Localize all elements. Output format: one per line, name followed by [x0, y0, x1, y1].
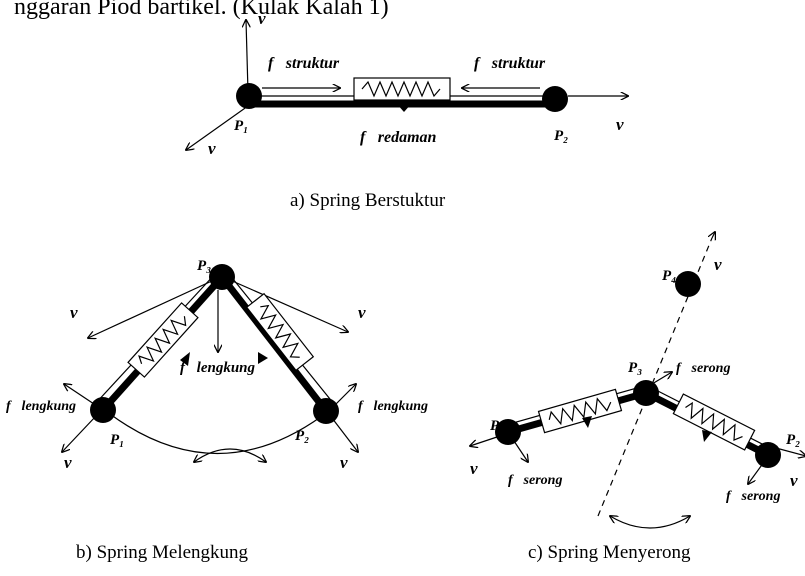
bending-arc — [109, 413, 323, 455]
rotation-arrow-c — [610, 516, 690, 529]
spring-box — [353, 77, 451, 101]
v-right-c-arrow — [775, 447, 805, 456]
particle-p2-b — [313, 398, 339, 424]
label-p3-c: P₃ — [628, 360, 642, 376]
damper-c-left — [582, 416, 592, 428]
particle-p1-b — [90, 397, 116, 423]
label-f-serong-right: f⃗serong — [726, 489, 780, 504]
label-v-ll: v⃗ — [64, 453, 85, 472]
label-f-serong-top: f⃗serong — [676, 361, 730, 376]
particle-p3-b — [209, 264, 235, 290]
v-lr-arrow — [331, 417, 358, 452]
label-p2-a: P₂ — [554, 128, 568, 144]
label-v-right: v⃗ — [616, 115, 637, 134]
v-diag-arrow — [186, 105, 249, 150]
v-ll-arrow — [62, 415, 97, 452]
label-f-lengkung-right: f⃗lengkung — [358, 399, 428, 414]
particle-p4-c — [675, 271, 701, 297]
top-text: nggaran Piod bartikel. (Kulak Kalah 1) — [14, 0, 389, 20]
caption-a: a) Spring Berstuktur — [290, 190, 446, 211]
spring-c-right — [672, 393, 756, 451]
v-left-c-arrow — [470, 435, 501, 446]
damper-left — [180, 352, 190, 366]
diagram-a — [186, 20, 628, 150]
label-v-right-c: v⃗ — [790, 471, 805, 490]
label-v-top-c: v⃗ — [714, 255, 735, 274]
label-v-ur: v⃗ — [358, 303, 379, 322]
rotation-arrow — [194, 448, 266, 462]
particle-p1-c — [495, 419, 521, 445]
damper-right — [258, 352, 268, 364]
label-f-struktur-right: f⃗struktur — [474, 55, 546, 72]
diagram-c — [470, 232, 805, 529]
label-f-serong-left: f⃗serong — [508, 473, 562, 488]
caption-c: c) Spring Menyerong — [528, 542, 691, 563]
bar-right — [219, 274, 329, 414]
label-p1-c: P₁ — [490, 418, 504, 434]
damper-c-right — [702, 430, 712, 442]
label-f-lengkung-center: f⃗lengkung — [180, 360, 256, 376]
particle-p1 — [236, 83, 262, 109]
label-f-lengkung-left: f⃗lengkung — [6, 399, 76, 414]
label-p2-c: P₂ — [786, 432, 800, 448]
label-v-left-c: v⃗ — [470, 459, 491, 478]
particle-p3-c — [633, 380, 659, 406]
f-lengkung-right-arrow — [335, 384, 356, 405]
label-v-top: v⃗ — [258, 9, 279, 28]
v-ul-arrow — [88, 279, 215, 338]
label-f-redaman: f⃗redaman — [360, 129, 437, 146]
label-f-struktur-left: f⃗struktur — [268, 55, 340, 72]
f-lengkung-left-arrow — [64, 384, 95, 405]
spring-right — [245, 292, 315, 372]
label-p3-b: P₃ — [197, 258, 211, 274]
label-p2-b: P₂ — [295, 428, 309, 444]
particle-p2-c — [755, 442, 781, 468]
spring-zigzag — [361, 80, 441, 98]
f-serong-top-arrow — [651, 372, 672, 385]
v-ur-arrow — [229, 279, 348, 332]
diagram-b — [62, 264, 358, 462]
v-up-arrow — [246, 20, 248, 93]
label-p1-a: P₁ — [234, 118, 248, 134]
particle-p2 — [542, 86, 568, 112]
label-v-lr: v⃗ — [340, 453, 361, 472]
label-p4-c: P₄ — [662, 268, 676, 284]
damper-mark — [396, 103, 412, 112]
spring-c-left — [537, 388, 623, 434]
label-p1-b: P₁ — [110, 432, 124, 448]
caption-b: b) Spring Melengkung — [76, 542, 249, 563]
label-v-ul: v⃗ — [70, 303, 91, 322]
spring-left — [127, 302, 199, 378]
label-v-left: v⃗ — [208, 139, 229, 158]
